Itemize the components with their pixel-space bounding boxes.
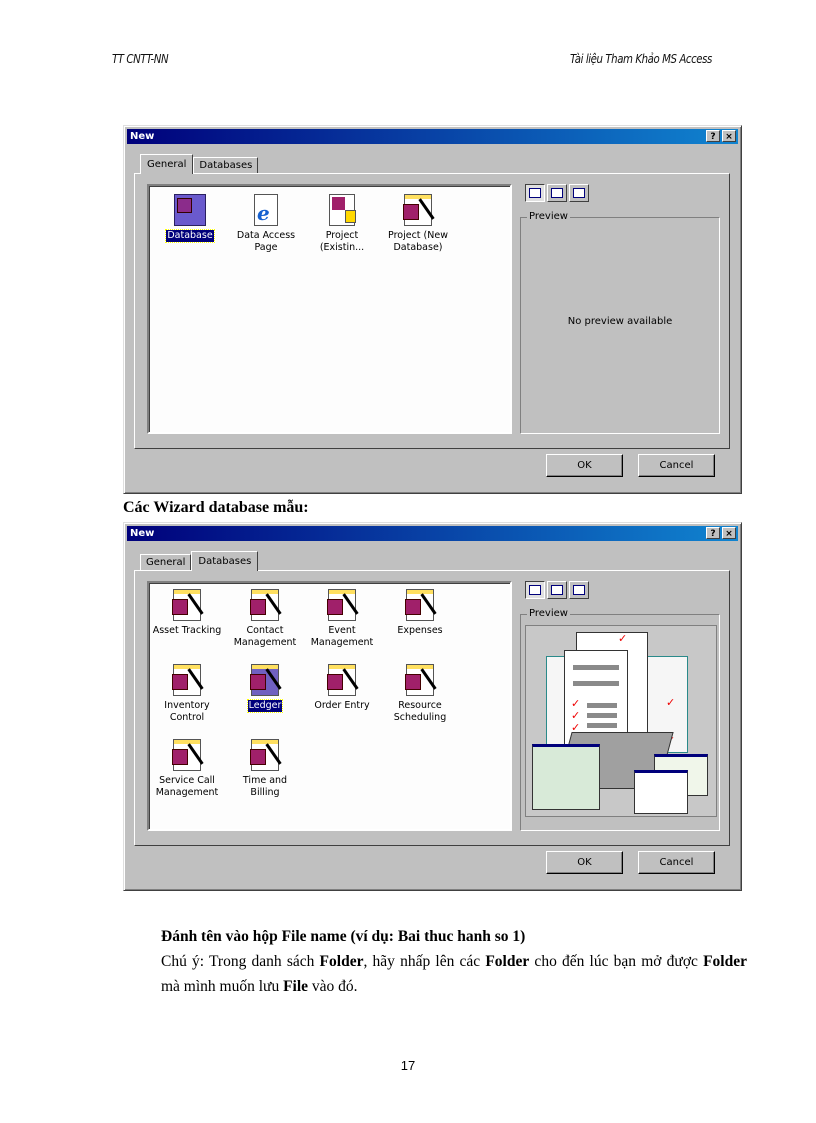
wizard-icon [327,664,356,696]
details-view-button[interactable] [569,581,589,599]
list-item-time-and-billing[interactable]: Time and Billing [227,739,303,799]
instruction-note: Chú ý: Trong danh sách Folder, hãy nhấp … [161,953,747,995]
project-new-database-icon [403,194,432,226]
instruction-heading: Đánh tên vào hộp File name (ví dụ: Bai t… [161,928,526,945]
wizard-icon [172,589,201,621]
title-bar: New ? × [127,526,738,541]
close-button[interactable]: × [722,130,736,142]
wizard-icon [405,664,434,696]
dialog-title: New [130,131,155,142]
tab-strip: General Databases [140,551,259,571]
preview-label: Preview [527,211,570,222]
view-buttons [525,184,589,202]
details-view-button[interactable] [569,184,589,202]
tab-strip: General Databases [140,154,259,174]
list-item-asset-tracking[interactable]: Asset Tracking [149,589,225,637]
list-item-ledger[interactable]: Ledger [227,664,303,713]
preview-group: Preview ✓ ✓ ✓ ✓ ✓ ✓ [520,608,720,831]
help-button[interactable]: ? [706,527,720,539]
tab-panel: Asset Tracking Contact Management Event … [134,570,730,846]
large-icons-view-button[interactable] [525,581,545,599]
wizard-icon [250,664,279,696]
list-view-button[interactable] [547,581,567,599]
wizard-icon [250,739,279,771]
large-icons-view-button[interactable] [525,184,545,202]
wizard-icon [172,739,201,771]
view-buttons [525,581,589,599]
wizard-list: Asset Tracking Contact Management Event … [147,581,512,831]
data-access-page-icon: e [254,194,278,226]
new-dialog-general: New ? × General Databases Database e Dat… [123,125,742,494]
tab-general[interactable]: General [140,554,192,571]
preview-group: Preview No preview available [520,211,720,434]
ok-button[interactable]: OK [546,851,623,874]
preview-label: Preview [527,608,570,619]
cancel-button[interactable]: Cancel [638,454,715,477]
wizard-icon [405,589,434,621]
dialog-title: New [130,528,155,539]
page-header-left: TT CNTT-NN [112,52,169,66]
help-button[interactable]: ? [706,130,720,142]
page-header-right: Tài liệu Tham Khảo MS Access [570,52,712,66]
wizard-icon [250,589,279,621]
list-item-order-entry[interactable]: Order Entry [304,664,380,712]
new-dialog-databases: New ? × General Databases Asset Tracking… [123,522,742,891]
tab-general[interactable]: General [140,154,194,174]
ok-button[interactable]: OK [546,454,623,477]
list-item-resource-scheduling[interactable]: Resource Scheduling [382,664,458,724]
tab-panel: Database e Data Access Page Project (Exi… [134,173,730,449]
cancel-button[interactable]: Cancel [638,851,715,874]
ledger-preview-image: ✓ ✓ ✓ ✓ ✓ ✓ [525,625,717,817]
list-item-contact-management[interactable]: Contact Management [227,589,303,649]
wizard-icon [327,589,356,621]
list-item-project-existing[interactable]: Project (Existin... [304,194,380,254]
project-existing-icon [329,194,356,226]
no-preview-text: No preview available [567,316,673,327]
list-item-project-new-database[interactable]: Project (New Database) [380,194,456,254]
list-item-service-call-management[interactable]: Service Call Management [149,739,225,799]
database-icon [174,194,206,226]
title-bar: New ? × [127,129,738,144]
list-item-database[interactable]: Database [152,194,228,243]
instruction-text: Đánh tên vào hộp File name (ví dụ: Bai t… [161,924,747,999]
tab-databases[interactable]: Databases [193,157,259,174]
template-list: Database e Data Access Page Project (Exi… [147,184,512,434]
wizard-icon [172,664,201,696]
tab-databases[interactable]: Databases [191,551,259,571]
list-item-data-access-page[interactable]: e Data Access Page [228,194,304,254]
close-button[interactable]: × [722,527,736,539]
list-item-expenses[interactable]: Expenses [382,589,458,637]
list-view-button[interactable] [547,184,567,202]
list-item-inventory-control[interactable]: Inventory Control [149,664,225,724]
section-caption: Các Wizard database mẫu: [123,499,309,516]
list-item-event-management[interactable]: Event Management [304,589,380,649]
page-number: 17 [400,1058,416,1073]
